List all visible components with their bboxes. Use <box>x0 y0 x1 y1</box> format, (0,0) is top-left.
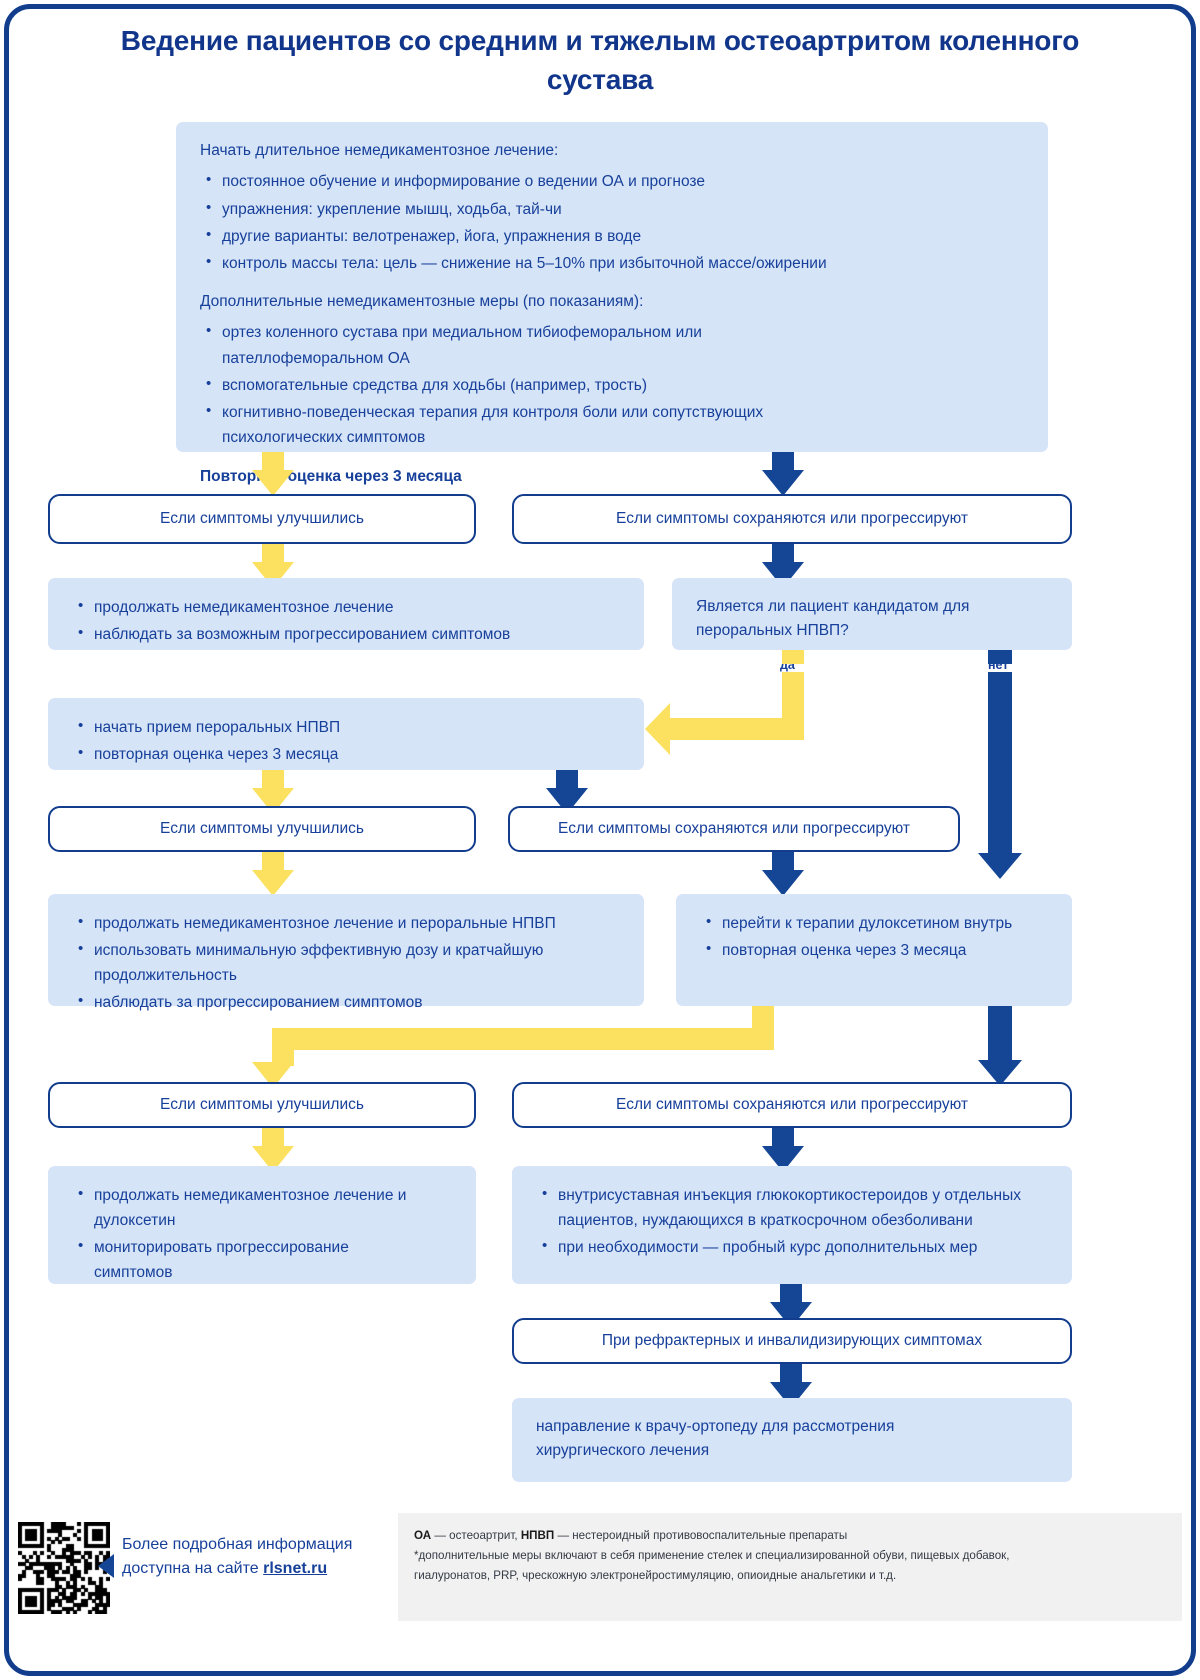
legend-nsaid-def: — нестероидный противовоспалительные пре… <box>554 1529 848 1542</box>
node-refractory-label: При рефрактерных и инвалидизирующих симп… <box>601 1331 983 1349</box>
list-item: постоянное обучение и информирование о в… <box>206 168 1024 194</box>
list-item: использовать минимальную эффективную доз… <box>78 937 612 988</box>
node-start-oral-nsaid: начать прием пероральных НПВП повторная … <box>48 698 644 770</box>
arrow-persist-2-to-duloxetine <box>762 852 804 896</box>
node-improved-1-label: Если симптомы улучшились <box>160 509 364 527</box>
legend-oa-def: — остеоартрит, <box>431 1529 521 1542</box>
legend-line-1: ОА — остеоартрит, НПВП — нестероидный пр… <box>414 1526 1166 1546</box>
node-persist-1: Если симптомы сохраняются или прогрессир… <box>512 494 1072 544</box>
start-lead-1: Начать длительное немедикаментозное лече… <box>200 142 559 159</box>
node-switch-to-duloxetine: перейти к терапии дулоксетином внутрь по… <box>676 894 1072 1006</box>
node-persist-2-label: Если симптомы сохраняются или прогрессир… <box>558 819 910 837</box>
list-item: продолжать немедикаментозное лечение и д… <box>78 1182 444 1233</box>
qr-code[interactable] <box>18 1522 110 1614</box>
node-improved-1: Если симптомы улучшились <box>48 494 476 544</box>
start-bullets-1: постоянное обучение и информирование о в… <box>200 168 1024 276</box>
node-improved-2-label: Если симптомы улучшились <box>160 819 364 837</box>
rlsnet-link[interactable]: rlsnet.ru <box>263 1560 328 1578</box>
more-info-prefix: доступна на сайте <box>122 1560 264 1578</box>
start-lead-2: Дополнительные немедикаментозные меры (п… <box>200 292 644 310</box>
node-intraarticular-glucocorticoid: внутрисуставная инъекция глюкокортикосте… <box>512 1166 1072 1284</box>
legend-abbreviations: ОА — остеоартрит, НПВП — нестероидный пр… <box>398 1513 1182 1621</box>
start-bullets-2: ортез коленного сустава при медиальном т… <box>200 319 1024 450</box>
list-item: перейти к терапии дулоксетином внутрь <box>706 910 1048 936</box>
arrow-no-to-duloxetine <box>976 650 1022 905</box>
glucocorticoid-bullets: внутрисуставная инъекция глюкокортикосте… <box>536 1182 1048 1260</box>
node-nsaid-candidate-question: Является ли пациент кандидатом для перор… <box>672 578 1072 650</box>
list-item: контроль массы тела: цель — снижение на … <box>206 250 1024 276</box>
node-continue-nsaid: продолжать немедикаментозное лечение и п… <box>48 894 644 1014</box>
legend-line-3: гиалуронатов, PRP, чрескожную электроней… <box>414 1568 897 1582</box>
list-item: другие варианты: велотренажер, йога, упр… <box>206 223 1024 249</box>
start-reassess-note: Повторная оценка через 3 месяца <box>200 467 462 485</box>
node-continue-duloxetine: продолжать немедикаментозное лечение и д… <box>48 1166 476 1284</box>
node-improved-2: Если симптомы улучшились <box>48 806 476 852</box>
nsaid-question-label: Является ли пациент кандидатом для перор… <box>696 598 970 640</box>
legend-abbr-nsaid: НПВП <box>520 1529 555 1542</box>
legend-line-2: *дополнительные меры включают в себя при… <box>414 1548 1010 1562</box>
continue-nsaid-bullets: продолжать немедикаментозное лечение и п… <box>72 910 620 1015</box>
list-item: продолжать немедикаментозное лечение и п… <box>78 910 620 936</box>
list-item: когнитивно-поведенческая терапия для кон… <box>206 399 880 450</box>
list-item: продолжать немедикаментозное лечение <box>78 594 620 620</box>
arrow-no-branch-to-persist-3 <box>976 1006 1022 1092</box>
list-item: мониторировать прогрессирование симптомо… <box>78 1234 422 1285</box>
node-persist-3-label: Если симптомы сохраняются или прогрессир… <box>616 1095 968 1113</box>
arrow-start-to-persist-1 <box>762 452 804 496</box>
start-nsaid-bullets: начать прием пероральных НПВП повторная … <box>72 714 620 767</box>
node-improved-3-label: Если симптомы улучшились <box>160 1095 364 1113</box>
list-item: ортез коленного сустава при медиальном т… <box>206 319 780 370</box>
pointer-triangle-icon <box>98 1554 114 1578</box>
legend-abbr-oa: ОА <box>414 1529 432 1542</box>
node-persist-3: Если симптомы сохраняются или прогрессир… <box>512 1082 1072 1128</box>
more-info-line-2: доступна на сайте rlsnet.ru <box>122 1557 392 1581</box>
node-improved-3: Если симптомы улучшились <box>48 1082 476 1128</box>
node-start-nonpharmacologic: Начать длительное немедикаментозное лече… <box>176 122 1048 485</box>
continue-duloxetine-bullets: продолжать немедикаментозное лечение и д… <box>72 1182 452 1285</box>
list-item: внутрисуставная инъекция глюкокортикосте… <box>542 1182 1048 1233</box>
duloxetine-bullets: перейти к терапии дулоксетином внутрь по… <box>700 910 1048 963</box>
node-persist-2: Если симптомы сохраняются или прогрессир… <box>508 806 960 852</box>
arrow-improved-2-to-continue-nsaid <box>252 852 294 896</box>
more-info-line-1: Более подробная информация <box>122 1536 353 1553</box>
arrow-duloxetine-to-improved-3 <box>248 1006 808 1088</box>
list-item: повторная оценка через 3 месяца <box>706 937 1048 963</box>
node-refractory-symptoms: При рефрактерных и инвалидизирующих симп… <box>512 1318 1072 1364</box>
list-item: начать прием пероральных НПВП <box>78 714 620 740</box>
list-item: вспомогательные средства для ходьбы (нап… <box>206 372 1024 398</box>
referral-label: направление к врачу-ортопеду для рассмот… <box>536 1418 895 1460</box>
arrow-yes-to-start-nsaid <box>644 650 824 770</box>
node-continue-nonpharmacologic: продолжать немедикаментозное лечение наб… <box>48 578 644 650</box>
arrow-start-to-improved-1 <box>252 452 294 496</box>
page-title: Ведение пациентов со средним и тяжелым о… <box>120 25 1080 95</box>
continue-nonpharm-bullets: продолжать немедикаментозное лечение наб… <box>72 594 620 647</box>
more-info-text: Более подробная информация доступна на с… <box>122 1533 392 1582</box>
list-item: при необходимости — пробный курс дополни… <box>542 1234 1048 1260</box>
list-item: повторная оценка через 3 месяца <box>78 741 620 767</box>
list-item: наблюдать за прогрессированием симптомов <box>78 989 620 1015</box>
node-persist-1-label: Если симптомы сохраняются или прогрессир… <box>616 509 968 527</box>
node-orthopedic-referral: направление к врачу-ортопеду для рассмот… <box>512 1398 1072 1482</box>
list-item: упражнения: укрепление мышц, ходьба, тай… <box>206 196 1024 222</box>
list-item: наблюдать за возможным прогрессированием… <box>78 621 620 647</box>
